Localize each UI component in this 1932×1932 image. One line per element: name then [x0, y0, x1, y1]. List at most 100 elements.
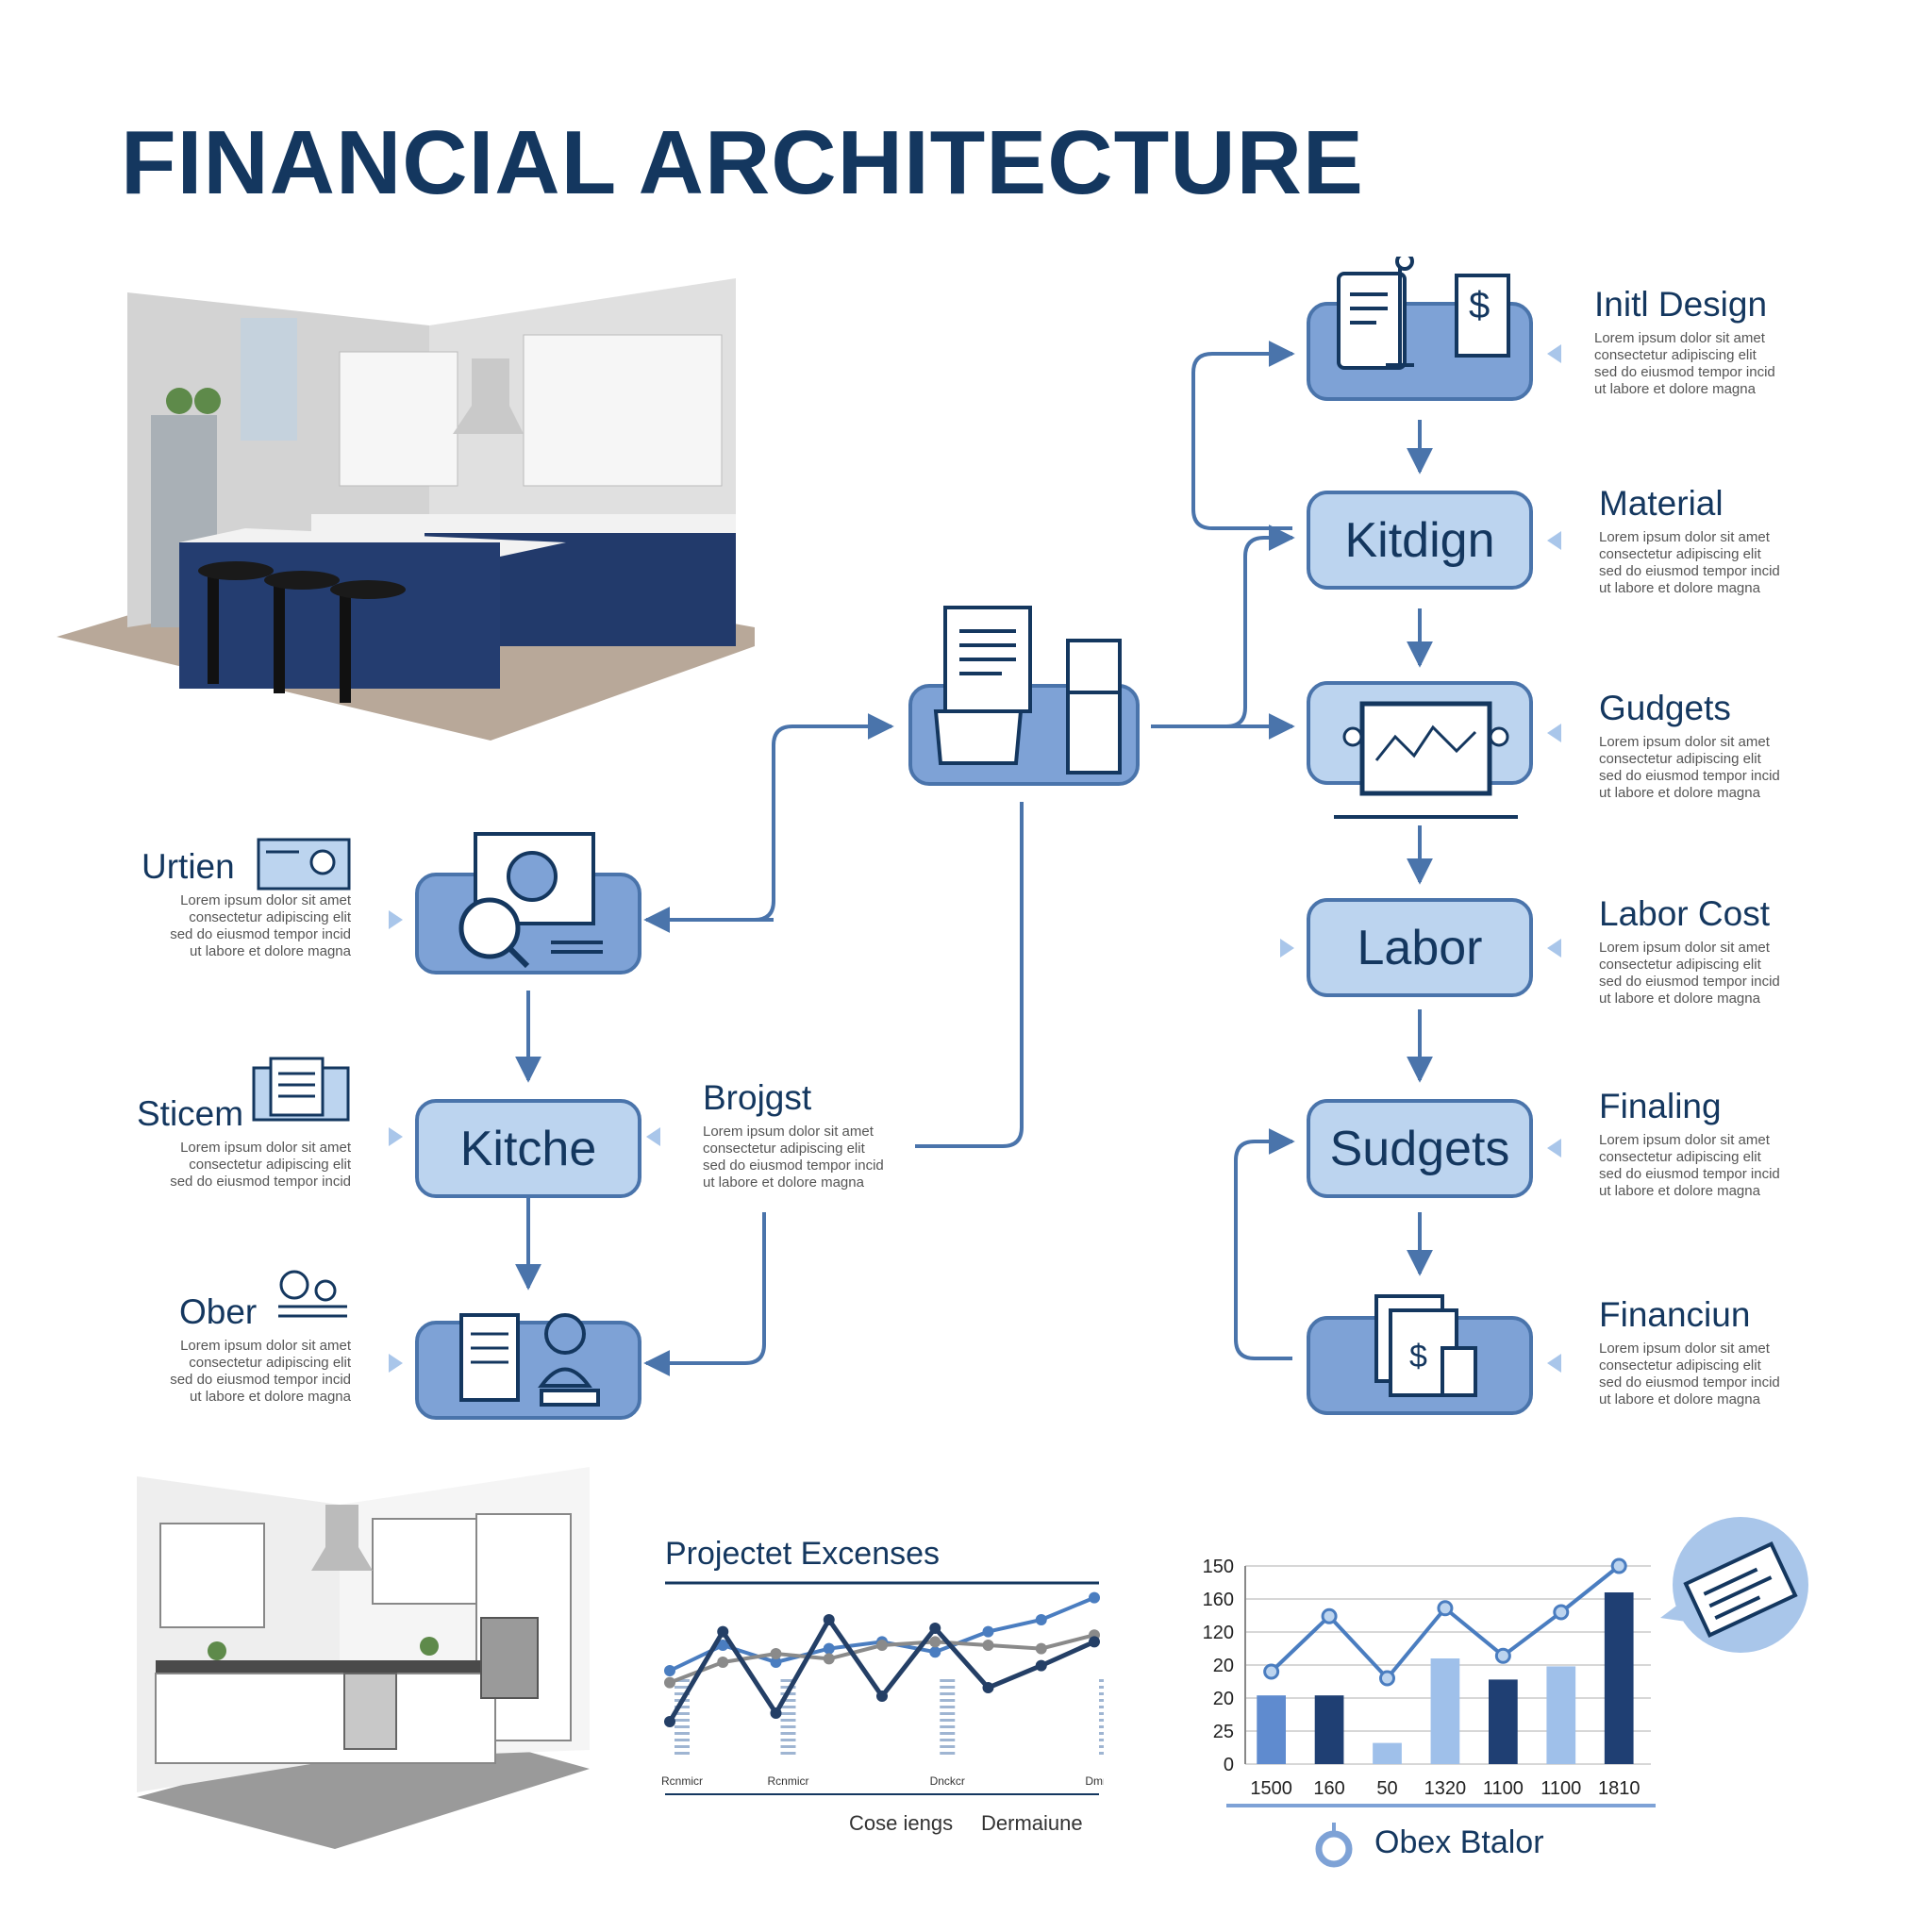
expenses-x-label: Rcnmicr	[661, 1774, 703, 1788]
invoice-icon: $	[1337, 257, 1510, 370]
expenses-stipple-mark	[780, 1719, 796, 1722]
node-center-hub[interactable]	[908, 606, 1140, 786]
node-labor[interactable]: Labor	[1307, 898, 1533, 997]
bar-x-tick: 1100	[1541, 1778, 1581, 1799]
expenses-stipple-mark	[780, 1712, 796, 1715]
node-worker[interactable]	[415, 1313, 641, 1420]
expenses-series-point	[1035, 1614, 1047, 1625]
lorem-line: Lorem ipsum dolor sit amet	[180, 892, 351, 908]
expenses-series-point	[1089, 1591, 1100, 1604]
expenses-x-label: Dmnetcr	[1085, 1774, 1104, 1788]
lorem-line: Lorem ipsum dolor sit amet	[1599, 1341, 1770, 1357]
lorem-line: ut labore et dolore magna	[1599, 1183, 1760, 1199]
bar-x-tick: 160	[1313, 1778, 1344, 1799]
kitchen-illustration	[57, 278, 755, 741]
node-material[interactable]: Kitdign	[1307, 491, 1533, 590]
expenses-stipple-mark	[675, 1752, 690, 1755]
lorem-line: ut labore et dolore magna	[1599, 1391, 1760, 1407]
node-sudgets[interactable]: Sudgets	[1307, 1099, 1533, 1198]
expenses-stipple-mark	[675, 1706, 690, 1708]
bar-trend-point	[1610, 1557, 1627, 1574]
expenses-series-point	[982, 1640, 994, 1651]
blueprint-board-icon	[1334, 701, 1518, 819]
expenses-series-point	[770, 1648, 782, 1659]
label-brojgst-title: Brojgst	[703, 1078, 812, 1117]
node-design-review[interactable]	[415, 832, 641, 974]
expenses-series-point	[664, 1716, 675, 1727]
lorem-line: Lorem ipsum dolor sit amet	[1599, 734, 1770, 750]
expenses-stipple-mark	[1099, 1739, 1104, 1741]
lorem-line: consectetur adipiscing elit	[703, 1141, 865, 1157]
bar-y-tick: 20	[1213, 1689, 1234, 1709]
label-initial-design-title: Initl Design	[1594, 285, 1768, 324]
expenses-stipple-mark	[780, 1706, 796, 1708]
node-kitchen[interactable]: Kitche	[415, 1099, 641, 1198]
node-initial-design[interactable]: $	[1307, 257, 1533, 401]
expenses-stipple-mark	[1099, 1752, 1104, 1755]
label-financiun-title: Financiun	[1599, 1295, 1751, 1334]
expenses-series-point	[1035, 1642, 1047, 1655]
bar-y-tick: 20	[1213, 1656, 1234, 1676]
lorem-line: ut labore et dolore magna	[190, 1389, 351, 1405]
expenses-series-point	[982, 1625, 994, 1638]
expenses-stipple-mark	[940, 1752, 956, 1755]
worker-document-icon	[459, 1313, 600, 1407]
node-budgets[interactable]	[1307, 681, 1533, 819]
lorem-line: sed do eiusmod tempor incid	[170, 926, 351, 942]
bar-y-tick: 160	[1203, 1590, 1234, 1610]
expenses-stipple-mark	[675, 1725, 690, 1728]
expenses-series-point	[929, 1636, 941, 1648]
expenses-stipple-mark	[1099, 1692, 1104, 1695]
lorem-line: Lorem ipsum dolor sit amet	[180, 1338, 351, 1354]
report-badge-icon	[1660, 1517, 1808, 1653]
document-card-icon	[252, 1057, 350, 1122]
expenses-chart-title: Projectet Excenses	[665, 1536, 941, 1572]
expenses-stipple-mark	[940, 1699, 956, 1702]
node-financial[interactable]: $	[1307, 1294, 1533, 1415]
bar	[1489, 1679, 1518, 1764]
label-sticem-title: Sticem	[137, 1094, 244, 1133]
expenses-stipple-mark	[940, 1739, 956, 1741]
expenses-stipple-mark	[675, 1745, 690, 1748]
expenses-series-point	[876, 1640, 888, 1651]
expenses-series-point	[717, 1657, 729, 1668]
lorem-line: ut labore et dolore magna	[1599, 991, 1760, 1007]
document-fridge-icon	[933, 606, 1122, 774]
lorem-line: ut labore et dolore magna	[1599, 785, 1760, 801]
expenses-stipple-mark	[675, 1679, 690, 1682]
bar	[1257, 1695, 1286, 1764]
label-urtien-title: Urtien	[142, 847, 235, 886]
expenses-series-point	[982, 1682, 994, 1693]
bar	[1373, 1742, 1402, 1764]
bar-x-tick: 1810	[1598, 1778, 1641, 1799]
expenses-stipple-mark	[940, 1706, 956, 1708]
expenses-series-point	[823, 1614, 835, 1625]
lorem-line: consectetur adipiscing elit	[189, 1355, 351, 1371]
bar-trend-point	[1263, 1663, 1280, 1680]
lorem-line: consectetur adipiscing elit	[1599, 1149, 1761, 1165]
expenses-stipple-mark	[940, 1732, 956, 1735]
expenses-stipple-mark	[940, 1686, 956, 1689]
lorem-line: Lorem ipsum dolor sit amet	[1599, 1132, 1770, 1148]
expenses-x-label: Rcnmicr	[768, 1774, 809, 1788]
svg-text:$: $	[1409, 1339, 1427, 1374]
expenses-stipple-mark	[780, 1679, 796, 1682]
bar-trend-point	[1379, 1670, 1395, 1687]
lorem-line: ut labore et dolore magna	[1599, 580, 1760, 596]
bar-x-tick: 1320	[1424, 1778, 1467, 1799]
expenses-stipple-mark	[940, 1692, 956, 1695]
expenses-legend-1: Cose iengs	[849, 1811, 954, 1835]
expenses-series-point	[823, 1642, 835, 1655]
